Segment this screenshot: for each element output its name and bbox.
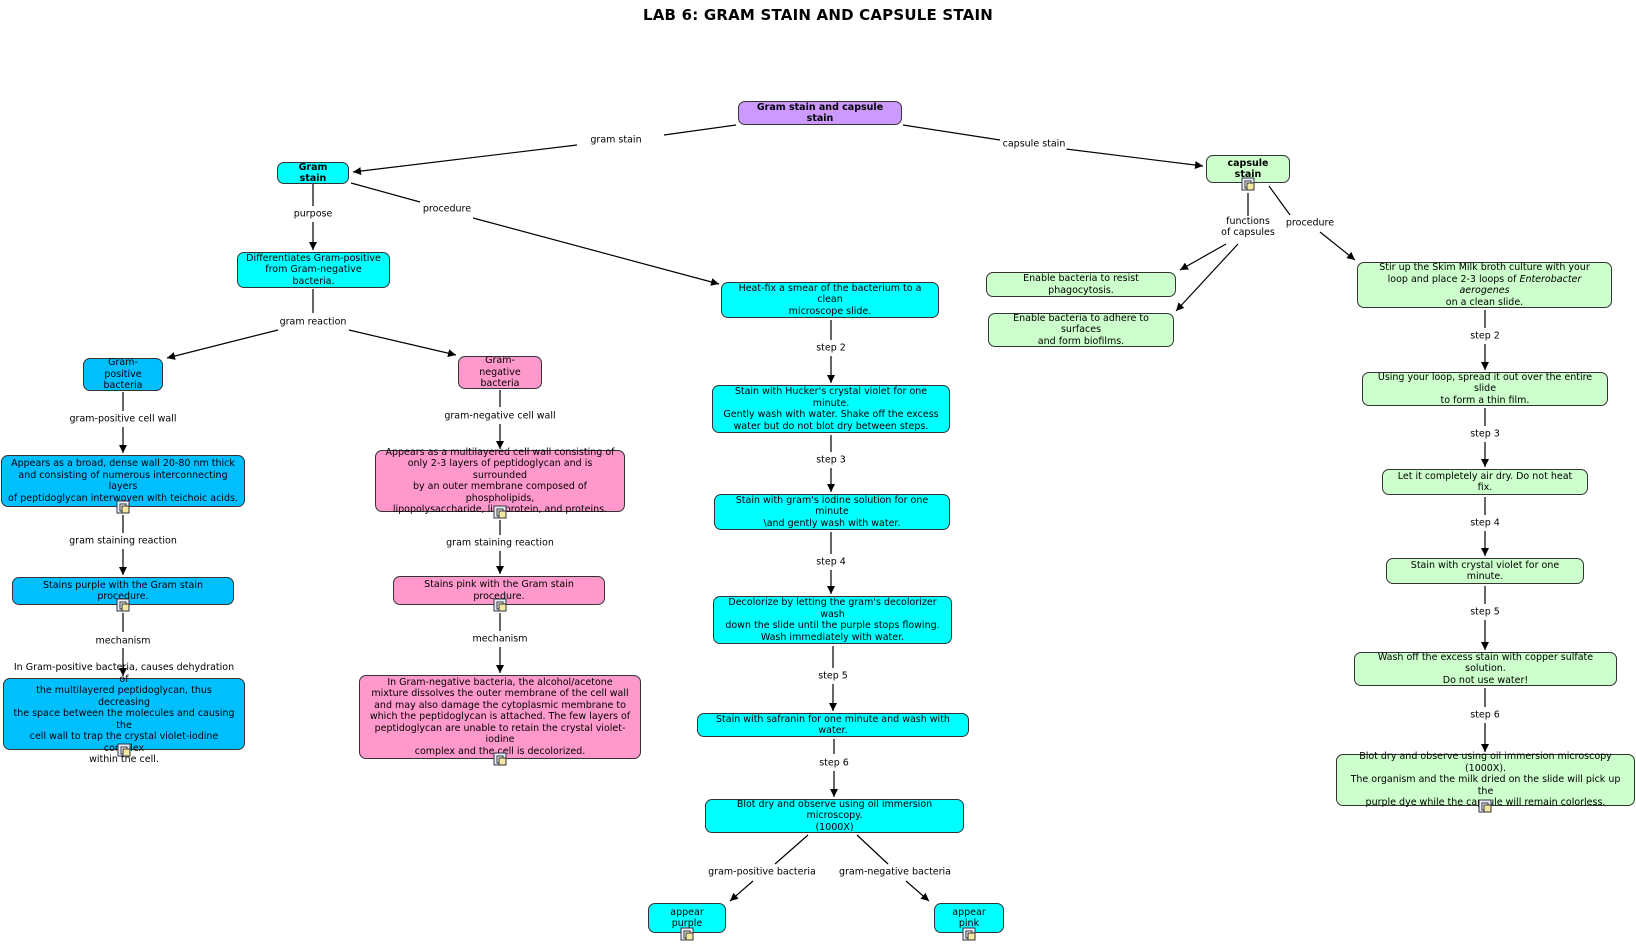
concept-safranin[interactable]: Stain with safranin for one minute and w…: [697, 713, 969, 737]
concept-decolorize[interactable]: Decolorize by letting the gram's decolor…: [713, 596, 952, 644]
link-label-g-step4: step 4: [815, 556, 847, 568]
concept-iodine[interactable]: Stain with gram's iodine solution for on…: [714, 494, 950, 530]
concept-air-dry[interactable]: Let it completely air dry. Do not heat f…: [1382, 469, 1588, 495]
concept-gram-positive[interactable]: Gram-positive bacteria: [83, 357, 163, 391]
resource-document-icon[interactable]: [116, 598, 130, 612]
link-label-gn-bacteria: gram-negative bacteria: [837, 866, 953, 878]
concept-resist-phagocytosis[interactable]: Enable bacteria to resist phagocytosis.: [986, 272, 1176, 297]
concept-gn-cell-wall[interactable]: Appears as a multilayered cell wall cons…: [375, 447, 625, 515]
link-label-functions: functions of capsules: [1220, 216, 1276, 238]
link-label-c-step5: step 5: [1469, 606, 1501, 618]
concept-root[interactable]: Gram stain and capsule stain: [738, 101, 902, 125]
concept-gp-stains-purple[interactable]: Stains purple with the Gram stain proced…: [12, 577, 234, 605]
link-label-c-step2: step 2: [1469, 330, 1501, 342]
concept-gram-negative[interactable]: Gram-negative bacteria: [458, 355, 542, 389]
link-procedure-b: [472, 217, 720, 286]
concept-copper-sulfate[interactable]: Wash off the excess stain with copper su…: [1354, 652, 1617, 686]
link-procedure-a: [350, 182, 421, 203]
resource-document-icon[interactable]: [1241, 177, 1255, 191]
link-root-gram-a: [663, 124, 737, 136]
concept-stir-culture[interactable]: Stir up the Skim Milk broth culture with…: [1357, 262, 1612, 308]
link-label-g-step5: step 5: [817, 670, 849, 682]
link-label-g-step3: step 3: [815, 454, 847, 466]
resource-document-icon[interactable]: [117, 743, 131, 757]
link-reaction-left: [166, 329, 279, 360]
link-label-gn-staining: gram staining reaction: [445, 537, 555, 549]
concept-crystal-violet[interactable]: Stain with Hucker's crystal violet for o…: [712, 385, 950, 433]
c1-text-organism: Enterobacter aerogenes: [1459, 273, 1582, 297]
c1-text-pre: Stir up the Skim Milk broth culture with…: [1379, 262, 1590, 285]
link-label-gn-mechanism: mechanism: [471, 633, 529, 645]
link-label-g-step2: step 2: [815, 342, 847, 354]
link-label-purpose: purpose: [292, 208, 334, 220]
link-label-gram-stain: gram stain: [589, 134, 643, 146]
concept-stain-crystal-violet[interactable]: Stain with crystal violet for one minute…: [1386, 558, 1584, 584]
link-label-g-step6: step 6: [818, 757, 850, 769]
link-reaction-right: [348, 329, 457, 358]
concept-blot-dry-capsule[interactable]: Blot dry and observe using oil immersion…: [1336, 751, 1635, 808]
c1-text-post: on a clean slide.: [1445, 296, 1524, 308]
concept-blot-dry-gram[interactable]: Blot dry and observe using oil immersion…: [705, 799, 964, 833]
concept-heat-fix[interactable]: Heat-fix a smear of the bacterium to a c…: [721, 282, 939, 318]
concept-gp-mechanism[interactable]: In Gram-positive bacteria, causes dehydr…: [3, 662, 245, 765]
resource-document-icon[interactable]: [493, 752, 507, 766]
link-label-gram-reaction: gram reaction: [278, 316, 348, 328]
concept-gram-stain[interactable]: Gram stain: [277, 162, 349, 184]
resource-document-icon[interactable]: [680, 927, 694, 941]
concept-spread-film[interactable]: Using your loop, spread it out over the …: [1362, 372, 1608, 406]
concept-gn-mechanism[interactable]: In Gram-negative bacteria, the alcohol/a…: [359, 675, 641, 759]
resource-document-icon[interactable]: [116, 500, 130, 514]
resource-document-icon[interactable]: [493, 598, 507, 612]
link-label-gp-mechanism: mechanism: [94, 635, 152, 647]
concept-differentiates[interactable]: Differentiates Gram-positive from Gram-n…: [237, 252, 390, 288]
link-root-gram-b: [352, 144, 578, 176]
resource-document-icon[interactable]: [493, 505, 507, 519]
link-root-capsule-b: [1065, 148, 1204, 169]
link-label-capsule-stain: capsule stain: [1001, 138, 1067, 150]
page-title: LAB 6: GRAM STAIN AND CAPSULE STAIN: [642, 6, 993, 24]
link-label-capsule-procedure: procedure: [1284, 217, 1336, 229]
link-label-gp-cell-wall: gram-positive cell wall: [68, 413, 178, 425]
concept-adhere-biofilms[interactable]: Enable bacteria to adhere to surfaces an…: [988, 313, 1174, 347]
link-label-c-step6: step 6: [1469, 709, 1501, 721]
resource-document-icon[interactable]: [1478, 799, 1492, 813]
link-label-c-step3: step 3: [1469, 428, 1501, 440]
resource-document-icon[interactable]: [962, 927, 976, 941]
link-label-gp-bacteria: gram-positive bacteria: [707, 866, 817, 878]
concept-gp-cell-wall[interactable]: Appears as a broad, dense wall 20-80 nm …: [1, 455, 245, 507]
link-label-gn-cell-wall: gram-negative cell wall: [443, 410, 557, 422]
link-label-c-step4: step 4: [1469, 517, 1501, 529]
link-root-capsule-a: [902, 124, 1001, 141]
link-label-gp-staining: gram staining reaction: [68, 535, 178, 547]
link-label-procedure: procedure: [421, 203, 473, 215]
